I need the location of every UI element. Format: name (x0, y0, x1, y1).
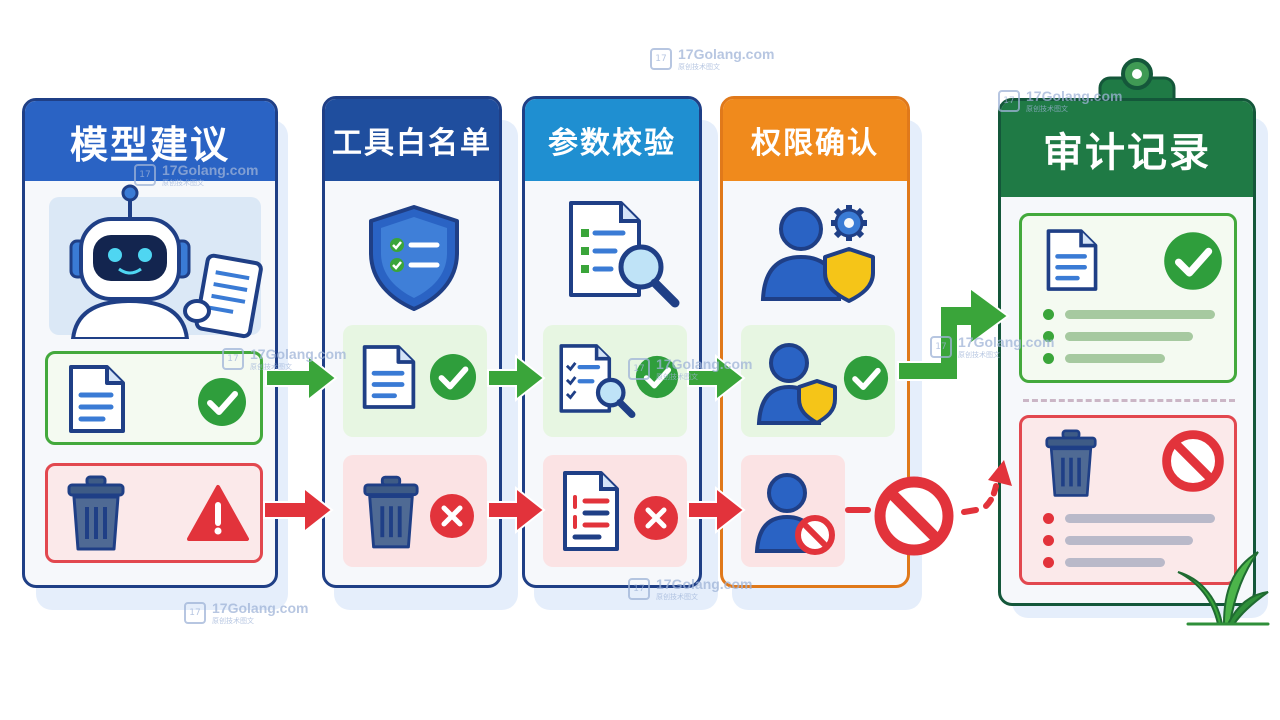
log-bullet (1043, 557, 1054, 568)
stage-title: 参数校验 (548, 126, 676, 161)
rejection-arrow (263, 485, 334, 535)
watermark-text: 17Golang.com (162, 162, 259, 178)
stage-title: 模型建议 (69, 122, 230, 167)
watermark-logo-icon: 17 (184, 602, 206, 624)
check-icon (198, 378, 246, 426)
x-circle-icon (430, 494, 474, 538)
audit-title: 审计记录 (1043, 130, 1211, 176)
log-line (1065, 558, 1165, 567)
audit-record-clipboard: 审计记录 (998, 98, 1256, 606)
stage-model-suggestion: 模型建议 (22, 98, 278, 588)
trash-icon (1045, 429, 1097, 497)
watermark-text: 17Golang.com (250, 346, 347, 362)
watermark: 17 17Golang.com 原创技术图文 (930, 334, 1054, 360)
invalid-document-icon (563, 471, 619, 551)
watermark: 17 17Golang.com 原创技术图文 (222, 346, 346, 372)
watermark: 17 17Golang.com 原创技术图文 (134, 162, 258, 188)
check-icon (1164, 232, 1222, 290)
watermark-text: 17Golang.com (678, 46, 775, 62)
user-shield-icon (756, 343, 837, 425)
rejection-arrow (687, 485, 746, 535)
check-icon (843, 355, 889, 401)
stage-parameter-validation: 参数校验 (522, 96, 702, 588)
document-search-icon (569, 201, 680, 308)
stage-header: 工具白名单 (325, 99, 499, 181)
watermark-subtext: 原创技术图文 (656, 594, 698, 601)
watermark-logo-icon: 17 (930, 336, 952, 358)
watermark-subtext: 原创技术图文 (212, 618, 254, 625)
watermark: 17 17Golang.com 原创技术图文 (650, 46, 774, 72)
log-line (1065, 354, 1165, 363)
x-circle-icon (634, 496, 678, 540)
watermark-text: 17Golang.com (1026, 88, 1123, 104)
watermark-logo-icon: 17 (222, 348, 244, 370)
robot-icon (69, 184, 263, 339)
approval-arrow (487, 353, 546, 403)
log-line (1065, 536, 1193, 545)
check-icon (429, 353, 477, 401)
watermark-text: 17Golang.com (656, 356, 753, 372)
log-bullet (1043, 535, 1054, 546)
log-line (1065, 514, 1215, 523)
log-bullet (1043, 331, 1054, 342)
stage-tool-whitelist: 工具白名单 (322, 96, 502, 588)
watermark-subtext: 原创技术图文 (1026, 106, 1068, 113)
no-entry-icon (874, 476, 954, 556)
log-divider (1023, 399, 1235, 402)
watermark-logo-icon: 17 (998, 90, 1020, 112)
log-bullet (1043, 353, 1054, 364)
no-entry-icon (1162, 430, 1224, 492)
trash-icon (67, 475, 125, 551)
document-icon (69, 365, 125, 433)
log-bullet (1043, 513, 1054, 524)
watermark: 17 17Golang.com 原创技术图文 (998, 88, 1122, 114)
watermark-subtext: 原创技术图文 (656, 374, 698, 381)
document-icon (1046, 229, 1098, 291)
watermark-subtext: 原创技术图文 (250, 364, 292, 371)
trash-icon (363, 475, 419, 549)
watermark: 17 17Golang.com 原创技术图文 (628, 576, 752, 602)
user-gear-shield-icon (760, 205, 875, 303)
watermark: 17 17Golang.com 原创技术图文 (184, 600, 308, 626)
log-line (1065, 332, 1193, 341)
stage-header: 模型建议 (25, 101, 275, 181)
watermark-subtext: 原创技术图文 (678, 64, 720, 71)
document-search-icon (559, 344, 636, 419)
approval-arrow (265, 353, 338, 403)
blocked-dash (845, 507, 871, 513)
user-blocked-icon (754, 473, 835, 555)
watermark-logo-icon: 17 (628, 578, 650, 600)
watermark-text: 17Golang.com (212, 600, 309, 616)
watermark-logo-icon: 17 (650, 48, 672, 70)
approval-arrow (687, 353, 746, 403)
shield-check-icon (369, 205, 459, 311)
document-icon (362, 345, 416, 409)
log-line (1065, 310, 1215, 319)
watermark-subtext: 原创技术图文 (958, 352, 1000, 359)
plant-icon (1177, 551, 1270, 626)
watermark-text: 17Golang.com (958, 334, 1055, 350)
watermark-text: 17Golang.com (656, 576, 753, 592)
approval-arrow-to-audit (897, 286, 1010, 381)
stage-header: 参数校验 (525, 99, 699, 181)
rejection-arrow (487, 485, 546, 535)
stage-title: 工具白名单 (332, 126, 492, 161)
check-icon (635, 355, 679, 399)
stage-title: 权限确认 (751, 126, 879, 161)
watermark-subtext: 原创技术图文 (162, 180, 204, 187)
warning-icon (187, 485, 249, 541)
log-bullet (1043, 309, 1054, 320)
watermark-logo-icon: 17 (134, 164, 156, 186)
audit-header: 审计记录 (1001, 101, 1253, 197)
rejection-arrow-to-audit (961, 460, 1012, 515)
watermark: 17 17Golang.com 原创技术图文 (628, 356, 752, 382)
watermark-logo-icon: 17 (628, 358, 650, 380)
stage-header: 权限确认 (723, 99, 907, 181)
